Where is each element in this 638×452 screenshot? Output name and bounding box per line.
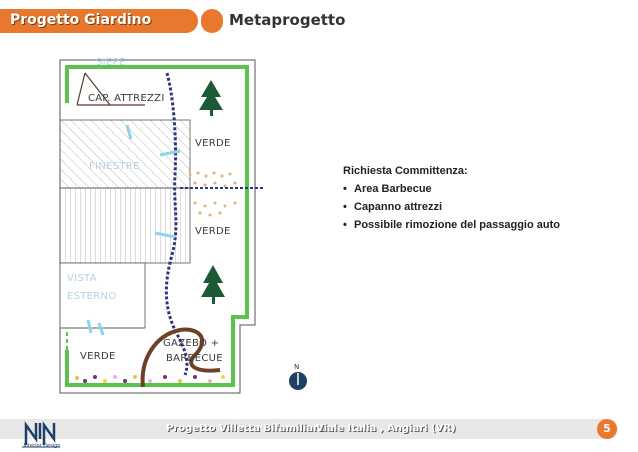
tree-bottom — [201, 265, 225, 304]
footer-address: Viale Italia , Angiari (VR) — [316, 423, 456, 434]
requirements-title: Richiesta Committenza: — [343, 165, 468, 177]
shed-outline — [76, 72, 145, 106]
section-tab: Progetto Giardino — [0, 9, 198, 33]
label-barbecue: BARBECUE — [166, 353, 223, 364]
hedge-line — [65, 65, 249, 387]
label-esterno: ESTERNO — [67, 291, 117, 302]
section-label: Progetto Giardino — [10, 12, 152, 28]
north-arrow-icon — [289, 372, 307, 390]
logo-icon — [22, 421, 60, 448]
footer-project: Progetto Villetta Bifamiliare — [166, 423, 325, 434]
requirements-panel: Richiesta Committenza: Area Barbecue Cap… — [343, 165, 560, 237]
footer-bar — [0, 419, 618, 439]
garden-path — [164, 72, 189, 376]
page-title: Metaprogetto — [229, 11, 346, 29]
plan-svg — [59, 59, 283, 394]
list-item: Area Barbecue — [343, 183, 560, 195]
sand-dots — [188, 171, 237, 217]
list-item: Possibile rimozione del passaggio auto — [343, 219, 560, 231]
label-verde-top: VERDE — [195, 138, 231, 149]
label-verde-mid: VERDE — [195, 226, 231, 237]
label-verde-bottom: VERDE — [80, 351, 116, 362]
label-finestre: FINESTRE — [89, 161, 140, 172]
garden-plan: SIEPE CAP. ATTREZZI FINESTRE VERDE VERDE… — [55, 55, 283, 404]
label-vista: VISTA — [67, 273, 97, 284]
gazebo-outline — [140, 327, 221, 388]
logo-text: Interior Design — [23, 443, 61, 449]
label-capanno: CAP. ATTREZZI — [88, 93, 165, 104]
list-item: Capanno attrezzi — [343, 201, 560, 213]
tree-top — [199, 80, 223, 116]
flower-dots — [75, 375, 225, 383]
label-siepe: SIEPE — [96, 57, 126, 68]
house-roof-lower — [59, 187, 191, 264]
label-gazebo: GAZEBO + — [163, 338, 220, 349]
page-number: 5 — [597, 419, 617, 439]
north-label: N — [294, 363, 300, 371]
requirements-list: Area Barbecue Capanno attrezzi Possibile… — [343, 183, 560, 231]
header-dot — [201, 9, 223, 33]
terrace — [59, 262, 146, 329]
